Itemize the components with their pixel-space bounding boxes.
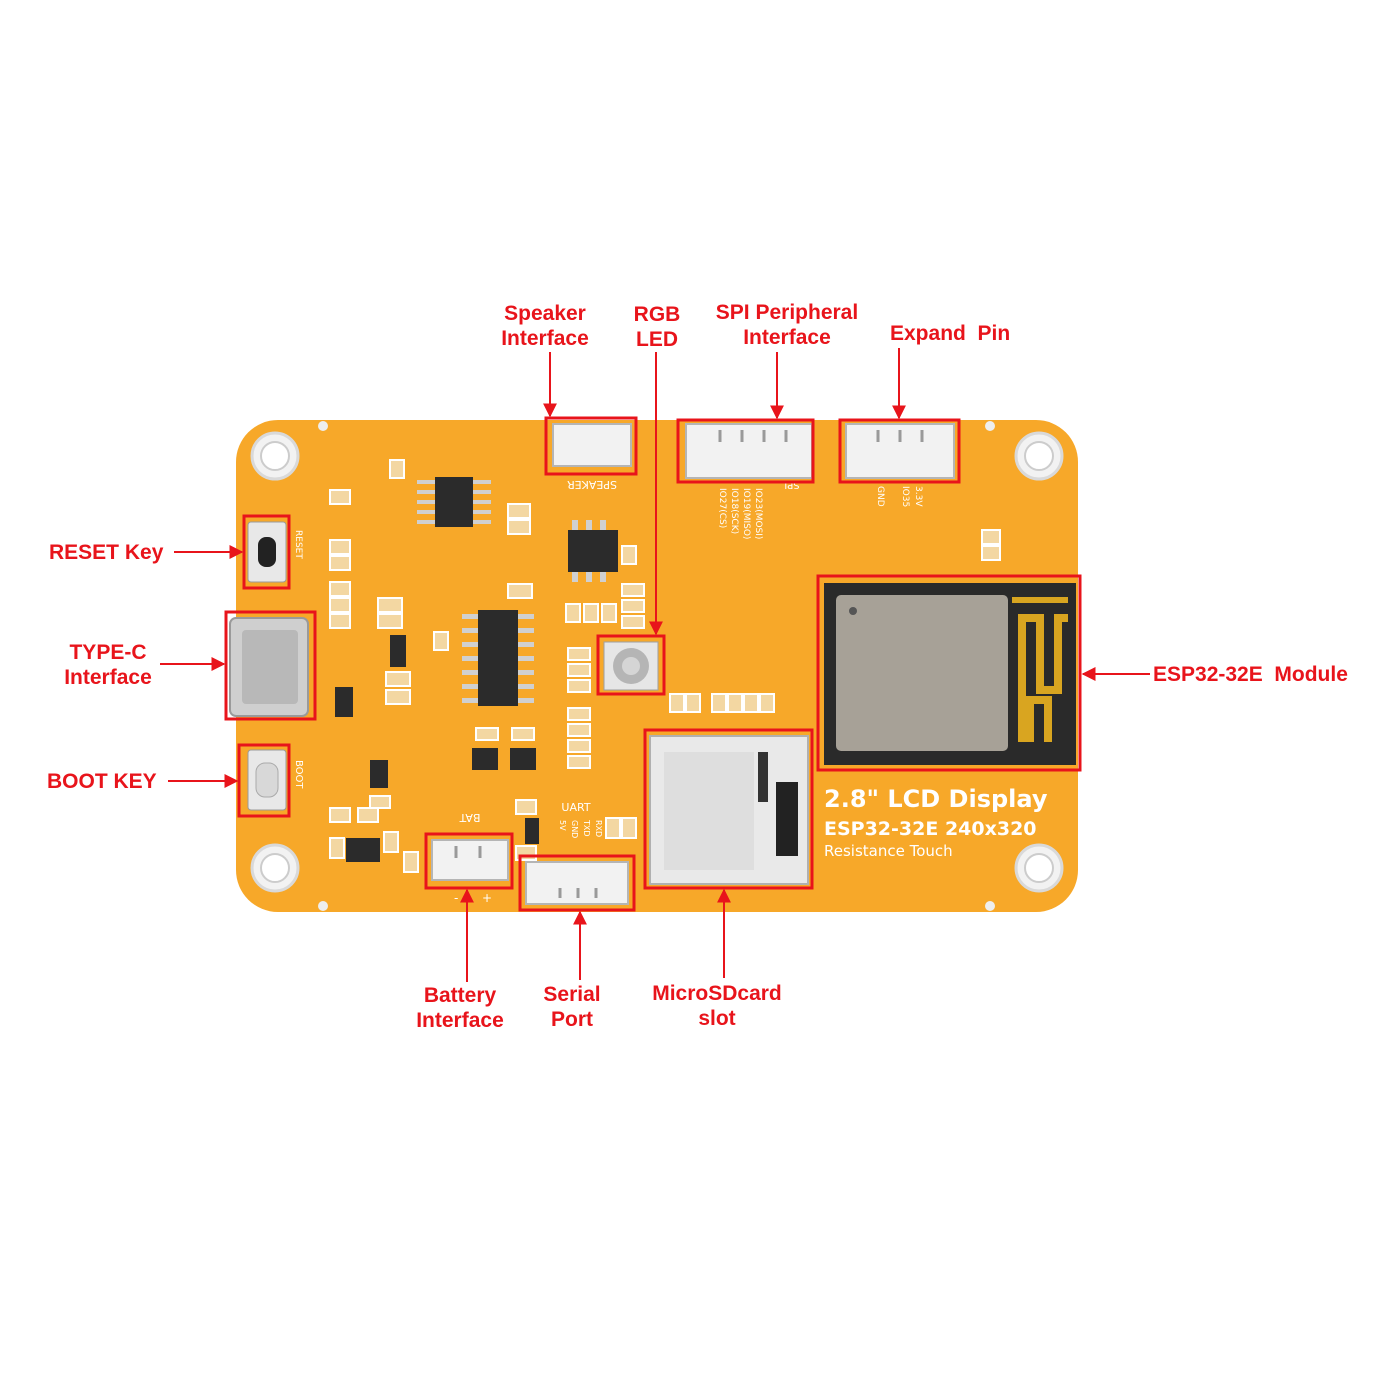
silk-expand-pin-2: IO35 (900, 486, 910, 507)
typec-connector (229, 617, 309, 717)
label-boot-key: BOOT KEY (47, 770, 157, 793)
reset-button-part (247, 521, 287, 583)
box-sdcard (643, 728, 814, 890)
label-expand-pin: Expand Pin (890, 322, 1011, 345)
box-speaker (544, 416, 638, 476)
ic-pins (417, 480, 606, 703)
silk-uart-pin-2: TXD (582, 819, 591, 837)
box-esp32 (816, 574, 1082, 772)
silk-expand-pin-3: GND (875, 486, 885, 507)
boot-button-part (247, 749, 287, 811)
label-serial-port: Serial Port (543, 983, 601, 1031)
box-spi (676, 418, 815, 484)
label-spi-interface: SPI Peripheral Interface (715, 301, 859, 349)
silk-bat-plus: + (482, 891, 492, 905)
box-serial (518, 854, 636, 912)
silk-bat: BAT (459, 811, 480, 824)
silk-boot: BOOT (293, 760, 304, 789)
label-esp32-module: ESP32-32E Module (1153, 663, 1348, 686)
silk-expand-pin-1: 3.3V (913, 486, 923, 507)
ics (335, 477, 618, 862)
silk-spi-pin-4: IO27(CS) (717, 488, 727, 528)
silk-spi-pin-1: IO23(MOSI) (753, 488, 763, 539)
silk-spi: SPI (784, 479, 799, 490)
label-speaker-interface: Speaker Interface (501, 302, 589, 350)
label-reset-key: RESET Key (49, 541, 164, 564)
label-battery-interface: Battery Interface (416, 984, 504, 1032)
silk-reset: RESET (293, 530, 303, 559)
box-reset (242, 514, 291, 590)
board-touch: Resistance Touch (824, 842, 953, 860)
arrows (160, 348, 1150, 982)
board-model: ESP32-32E 240x320 (824, 818, 1037, 840)
silk-uart-pin-4: 5V (558, 820, 567, 831)
box-expand (838, 418, 961, 484)
connector-pins (454, 430, 924, 898)
passives (329, 459, 1001, 873)
silk-uart: UART (561, 801, 590, 814)
silk-speaker: SPEAKER (567, 478, 617, 491)
silk-uart-pin-1: RXD (594, 820, 603, 837)
silk-spi-pin-2: IO19(MISO) (741, 488, 751, 539)
box-boot (237, 743, 291, 818)
silk-bat-minus: - (454, 891, 458, 905)
esp32-module (824, 583, 1076, 765)
rgb-led-part (603, 641, 659, 691)
board-title: 2.8" LCD Display (824, 785, 1048, 813)
label-microsd-slot: MicroSDcard slot (652, 982, 782, 1030)
mounting-holes (250, 421, 1064, 911)
microsd-slot-part (649, 735, 809, 885)
box-typec (224, 610, 317, 721)
box-rgb (596, 634, 666, 696)
silk-spi-pin-3: IO18(SCK) (729, 488, 739, 534)
box-battery (424, 832, 514, 890)
label-typec-interface: TYPE-C Interface (64, 641, 152, 689)
silk-uart-pin-3: GND (570, 820, 579, 838)
label-rgb-led: RGB LED (633, 303, 681, 351)
highlight-boxes (224, 416, 1082, 912)
